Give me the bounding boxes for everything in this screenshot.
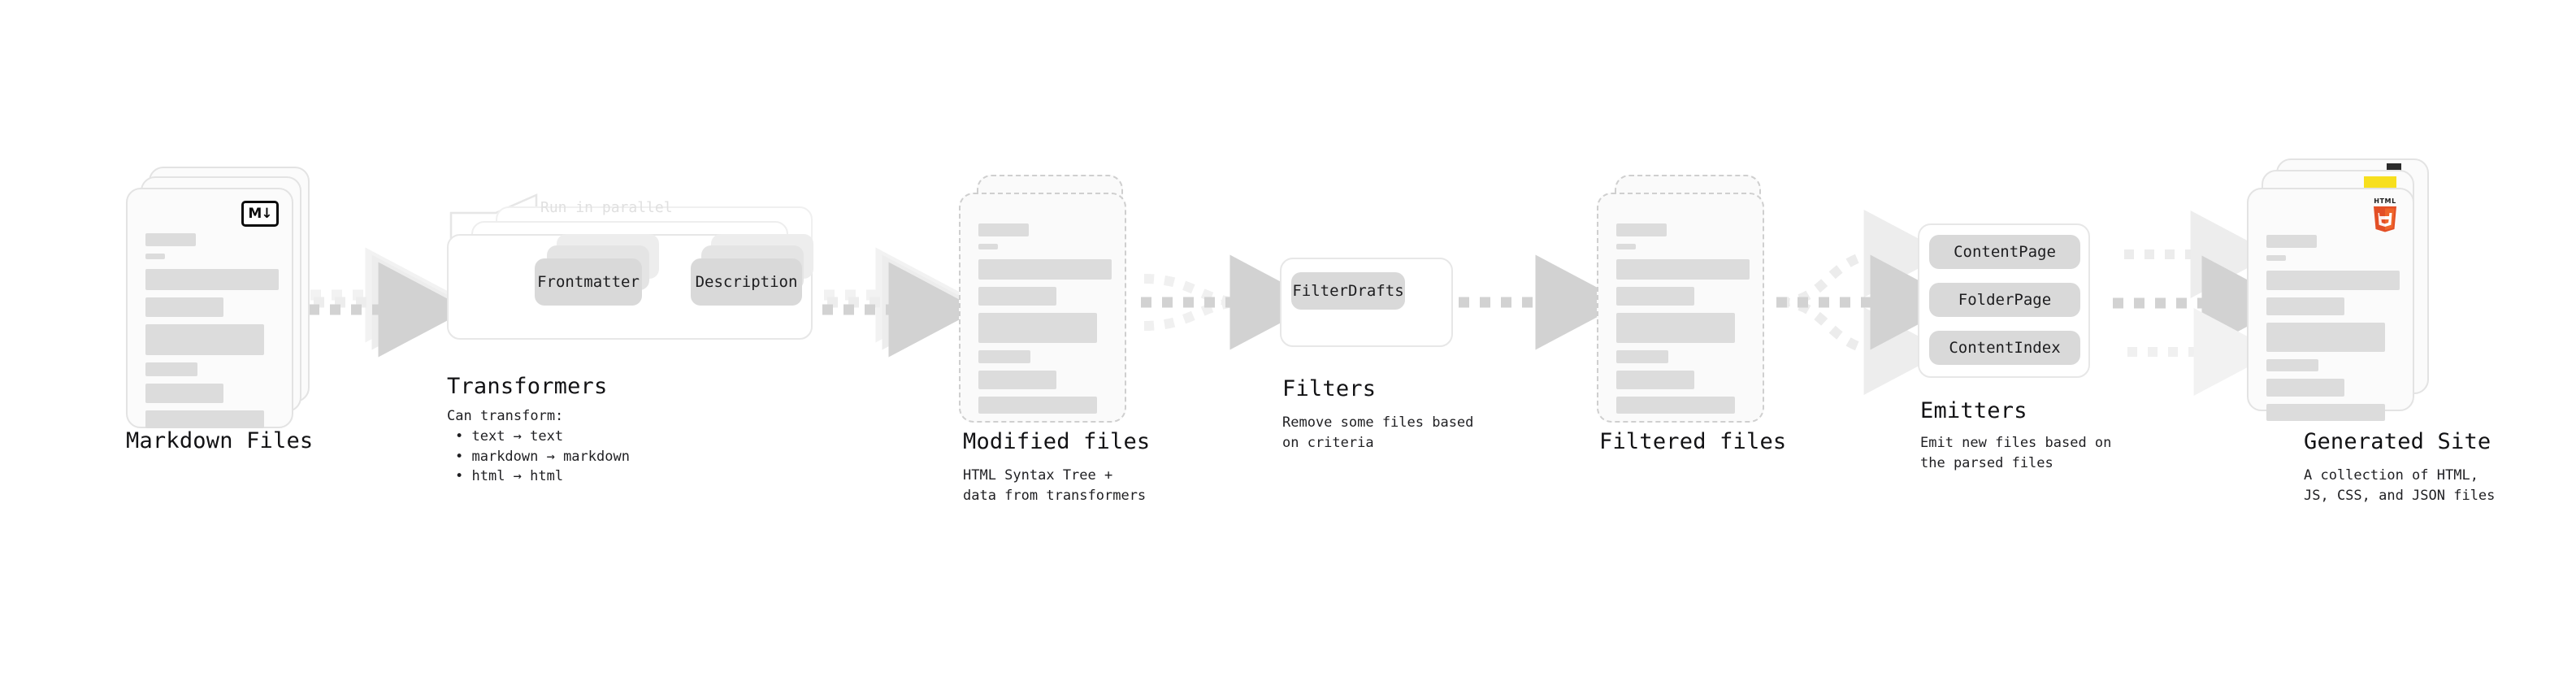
placeholder-line: [1616, 223, 1667, 236]
placeholder-line: [145, 269, 279, 290]
placeholder-line: [145, 254, 165, 259]
arrow-markdown-to-transformers: [309, 247, 468, 358]
placeholder-line: [978, 350, 1030, 363]
caption-title-emitters: Emitters: [1920, 398, 2027, 423]
stage-markdown-files: M↓: [126, 167, 313, 435]
placeholder-line: [2266, 404, 2385, 421]
markdown-placeholder-lines: [145, 233, 279, 436]
transformer-node-frontmatter-label: Frontmatter: [537, 273, 640, 291]
markdown-file-stack[interactable]: M↓: [126, 167, 313, 435]
caption-title-filtered-files: Filtered files: [1599, 429, 1787, 454]
stage-modified-files: [959, 175, 1138, 443]
caption-subtitle-generated-site: A collection of HTML, JS, CSS, and JSON …: [2304, 467, 2496, 504]
placeholder-line: [1616, 397, 1735, 414]
placeholder-line: [978, 244, 998, 249]
placeholder-line: [2266, 255, 2286, 261]
stage-filtered-files: [1597, 175, 1776, 443]
placeholder-line: [1616, 350, 1668, 363]
placeholder-line: [2266, 235, 2317, 248]
transformers-bullet-list: text → text markdown → markdown html → h…: [455, 427, 630, 487]
placeholder-line: [2266, 379, 2344, 397]
placeholder-line: [2266, 323, 2385, 352]
filtered-file-stack[interactable]: [1597, 175, 1776, 443]
modified-card-front: [959, 193, 1126, 423]
placeholder-line: [978, 371, 1056, 389]
modified-file-stack[interactable]: [959, 175, 1138, 443]
transformers-bullet-item: text → text: [455, 427, 630, 447]
html5-badge: HTML: [2369, 196, 2401, 233]
caption-subtitle-filters: Remove some files based on criteria: [1282, 414, 1474, 451]
generated-site-stack[interactable]: HTML: [2247, 158, 2442, 435]
run-in-parallel-note: Run in parallel: [540, 199, 673, 216]
arrow-filtered-to-emitters: [1776, 210, 1960, 395]
filter-node-filterdrafts[interactable]: FilterDrafts: [1291, 272, 1405, 310]
emitter-node-contentindex-label: ContentIndex: [1949, 339, 2061, 357]
caption-subtitle-transformers: Can transform:: [447, 408, 564, 424]
placeholder-line: [1616, 371, 1694, 389]
emitter-node-contentpage-label: ContentPage: [1954, 243, 2056, 261]
site-placeholder-lines: [2266, 235, 2400, 428]
markdown-badge-text: M: [248, 205, 262, 222]
caption-subtitle-emitters: Emit new files based on the parsed files: [1920, 435, 2112, 471]
placeholder-line: [2266, 359, 2318, 371]
stage-generated-site: HTML: [2247, 158, 2442, 435]
transformers-bullet-item: html → html: [455, 466, 630, 487]
stage-transformers: Frontmatter Description: [443, 187, 825, 366]
markdown-badge: M↓: [241, 201, 279, 227]
caption-title-transformers: Transformers: [447, 374, 608, 399]
placeholder-line: [978, 287, 1056, 306]
placeholder-line: [978, 313, 1097, 343]
placeholder-line: [1616, 287, 1694, 306]
placeholder-line: [145, 384, 223, 403]
caption-title-modified-files: Modified files: [963, 429, 1151, 454]
placeholder-line: [2266, 297, 2344, 315]
placeholder-line: [2266, 271, 2400, 290]
placeholder-line: [978, 397, 1097, 414]
emitter-node-folderpage[interactable]: FolderPage: [1929, 283, 2080, 317]
placeholder-line: [1616, 244, 1636, 249]
html5-badge-icon: HTML: [2374, 197, 2396, 232]
placeholder-line: [978, 223, 1029, 236]
svg-text:HTML: HTML: [2374, 197, 2396, 205]
stage-emitters: ContentPage FolderPage ContentIndex: [1918, 223, 2105, 382]
transformers-bullet-item: markdown → markdown: [455, 447, 629, 467]
placeholder-line: [978, 259, 1112, 280]
arrow-transformers-to-modified: [822, 247, 978, 358]
transformer-node-description[interactable]: Description: [691, 258, 802, 306]
placeholder-line: [1616, 313, 1735, 343]
placeholder-line: [145, 297, 223, 317]
caption-title-markdown-files: Markdown Files: [126, 428, 314, 453]
caption-title-generated-site: Generated Site: [2304, 429, 2491, 454]
placeholder-line: [145, 324, 264, 355]
caption-subtitle-modified-files: HTML Syntax Tree + data from transformer…: [963, 467, 1147, 504]
emitter-node-contentindex[interactable]: ContentIndex: [1929, 331, 2080, 365]
stage-filters: FilterDrafts: [1280, 258, 1459, 347]
placeholder-line: [145, 233, 196, 246]
placeholder-line: [1616, 259, 1750, 280]
placeholder-line: [145, 362, 197, 376]
markdown-card-front: M↓: [126, 188, 293, 428]
site-card-front: HTML: [2247, 188, 2414, 421]
emitter-node-folderpage-label: FolderPage: [1958, 291, 2052, 309]
caption-title-filters: Filters: [1282, 376, 1377, 401]
filtered-placeholder-lines: [1616, 223, 1750, 421]
filtered-card-front: [1597, 193, 1764, 423]
arrow-modified-to-filters: [1141, 254, 1320, 350]
placeholder-line: [145, 410, 264, 428]
emitter-node-contentpage[interactable]: ContentPage: [1929, 235, 2080, 269]
filter-node-filterdrafts-label: FilterDrafts: [1292, 282, 1404, 300]
modified-placeholder-lines: [978, 223, 1112, 421]
transformer-node-description-label: Description: [695, 273, 798, 291]
arrow-emitters-to-site: [2113, 210, 2292, 396]
transformer-node-frontmatter[interactable]: Frontmatter: [535, 258, 642, 306]
